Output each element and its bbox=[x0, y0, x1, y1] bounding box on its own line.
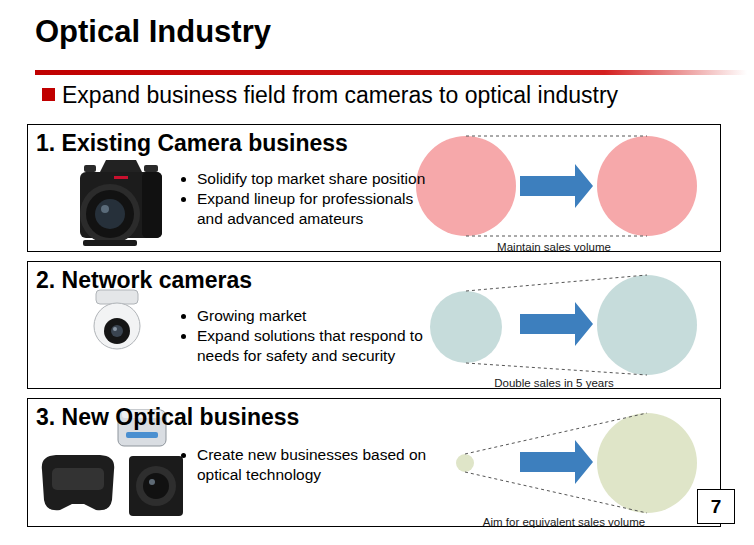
chart-caption: Aim for equivalent sales volume bbox=[483, 515, 645, 529]
target-circle bbox=[597, 136, 697, 236]
camera-lens bbox=[143, 473, 169, 499]
block-arrow bbox=[520, 440, 593, 484]
network-camera-illustration bbox=[94, 290, 140, 349]
panel-heading: 1. Existing Camera business bbox=[36, 128, 348, 158]
headset-visor bbox=[52, 468, 104, 490]
guide-line bbox=[466, 275, 647, 291]
target-circle bbox=[597, 413, 697, 513]
camera-dial bbox=[84, 165, 96, 172]
business-panel: 1. Existing Camera businessSolidify top … bbox=[27, 124, 721, 252]
device-light bbox=[126, 432, 158, 438]
bullet-list: Solidify top market share positionExpand… bbox=[180, 169, 429, 229]
chart-caption: Double sales in 5 years bbox=[494, 376, 614, 390]
industrial-camera bbox=[129, 456, 183, 516]
lens-ring bbox=[86, 190, 134, 238]
guide-line bbox=[465, 413, 647, 454]
page-number: 7 bbox=[711, 496, 722, 518]
lens bbox=[111, 325, 123, 337]
block-arrow bbox=[520, 164, 593, 208]
guide-line bbox=[466, 363, 647, 375]
subtitle: Expand business field from cameras to op… bbox=[62, 80, 618, 110]
lens-glint bbox=[149, 479, 155, 485]
bullet-list: Create new businesses based on optical t… bbox=[180, 445, 429, 485]
camera-prism bbox=[100, 160, 142, 172]
volume-chart-2 bbox=[430, 275, 697, 375]
camera-grip bbox=[142, 172, 162, 238]
current-circle bbox=[416, 136, 516, 236]
panel-heading: 3. New Optical business bbox=[36, 402, 299, 432]
target-circle bbox=[597, 275, 697, 375]
bullet-item: Solidify top market share position bbox=[197, 169, 429, 189]
brand-mark bbox=[114, 176, 128, 179]
lens-base bbox=[83, 240, 137, 246]
current-circle bbox=[430, 291, 502, 363]
bullet-item: Expand solutions that respond to needs f… bbox=[197, 326, 429, 366]
lens-window bbox=[104, 318, 130, 344]
guide-line bbox=[466, 136, 647, 137]
lens-glass bbox=[95, 199, 125, 229]
camera-body bbox=[80, 172, 162, 238]
lens-barrel bbox=[80, 184, 140, 244]
square-bullet bbox=[42, 88, 55, 101]
title-rule bbox=[35, 70, 747, 75]
business-panel: 3. New Optical businessCreate new busine… bbox=[27, 398, 721, 527]
volume-chart-3 bbox=[456, 413, 697, 513]
page-number-box: 7 bbox=[697, 489, 735, 524]
bullet-item: Growing market bbox=[197, 306, 429, 326]
bullet-list: Growing marketExpand solutions that resp… bbox=[180, 306, 429, 366]
camera-dome bbox=[94, 303, 140, 349]
bullet-item: Create new businesses based on optical t… bbox=[197, 445, 429, 485]
current-circle bbox=[456, 454, 474, 472]
volume-chart-1 bbox=[416, 136, 697, 236]
guide-line bbox=[466, 236, 647, 237]
camera-illustration bbox=[80, 160, 162, 246]
camera-mount bbox=[136, 466, 176, 506]
panel-heading: 2. Network cameras bbox=[36, 265, 252, 295]
chart-caption: Maintain sales volume bbox=[497, 240, 611, 254]
lens-glint bbox=[101, 205, 109, 213]
slide-title: Optical Industry bbox=[35, 13, 271, 51]
bullet-item: Expand lineup for professionals and adva… bbox=[197, 189, 429, 229]
camera-dial bbox=[144, 165, 158, 172]
lens-glint bbox=[113, 327, 117, 331]
guide-line bbox=[465, 472, 647, 513]
block-arrow bbox=[520, 302, 593, 346]
business-panel: 2. Network camerasGrowing marketExpand s… bbox=[27, 261, 721, 389]
headset bbox=[42, 455, 114, 510]
